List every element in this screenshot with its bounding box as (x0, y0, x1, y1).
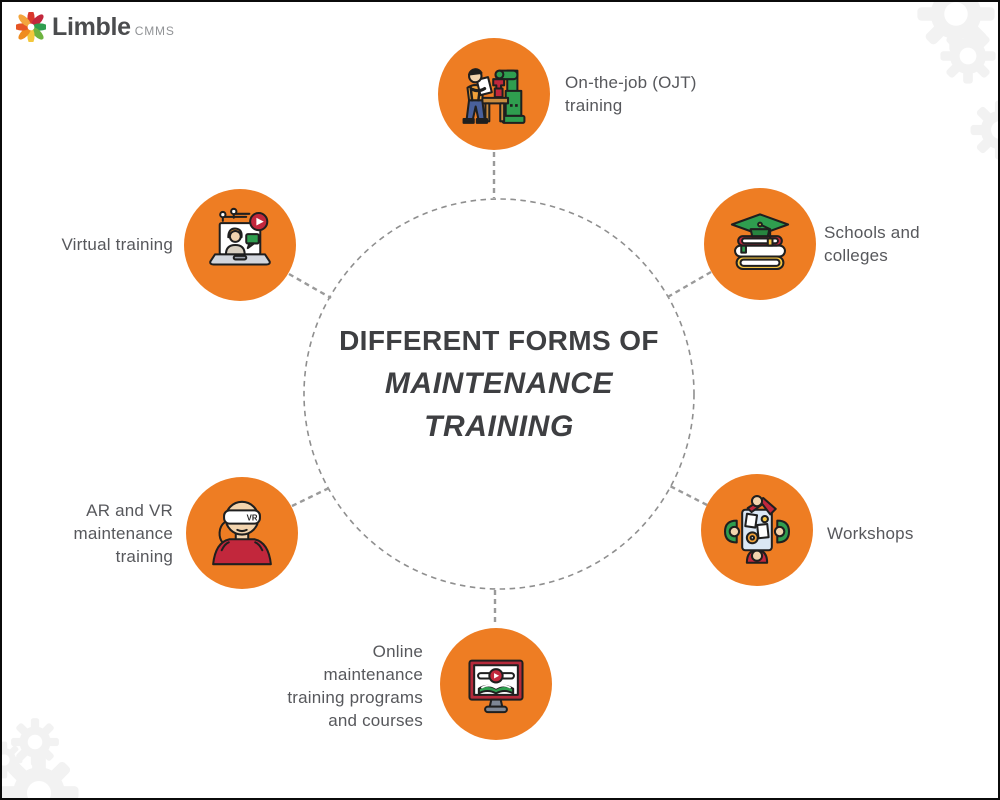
label-line: Workshops (827, 524, 914, 543)
worker-robotic-arm-icon (462, 68, 526, 124)
label-line: Online (372, 642, 423, 661)
vr-headset-person-icon: VR (212, 500, 272, 566)
label-online: Online maintenance training programs and… (287, 640, 423, 732)
label-line: maintenance (323, 665, 423, 684)
node-online (440, 628, 552, 740)
workshop-roundtable-icon (724, 495, 790, 564)
gear-decoration-icon (970, 100, 998, 160)
label-line: training (115, 547, 173, 566)
label-line: Schools and (824, 223, 920, 242)
graduation-cap-books-icon (730, 213, 790, 270)
label-schools: Schools and colleges (824, 221, 920, 267)
logo-suffix-text: CMMS (134, 24, 175, 38)
center-title: DIFFERENT FORMS OF MAINTENANCE TRAINING (304, 189, 694, 579)
label-arvr: AR and VR maintenance training (73, 499, 173, 568)
title-line-1: DIFFERENT FORMS OF (339, 325, 659, 356)
label-line: training programs (287, 688, 423, 707)
logo-brand-text: Limble (52, 13, 131, 41)
title-line-3: TRAINING (424, 410, 574, 443)
svg-text:VR: VR (247, 514, 258, 523)
limble-pinwheel-icon (16, 12, 46, 42)
online-course-monitor-icon (468, 659, 524, 714)
node-schools (704, 188, 816, 300)
node-virtual (184, 189, 296, 301)
label-line: Virtual training (61, 235, 173, 254)
gear-decoration-icon (917, 2, 995, 53)
node-workshops (701, 474, 813, 586)
label-line: AR and VR (86, 501, 173, 520)
limble-logo: Limble CMMS (16, 12, 175, 42)
node-ojt (438, 38, 550, 150)
title-line-2: MAINTENANCE (384, 367, 614, 400)
label-workshops: Workshops (827, 522, 914, 545)
label-line: maintenance (73, 524, 173, 543)
label-virtual: Virtual training (61, 233, 173, 256)
node-arvr: VR (186, 477, 298, 589)
label-line: training (565, 96, 623, 115)
label-line: colleges (824, 246, 888, 265)
gear-decoration-icon (940, 28, 996, 84)
virtual-training-laptop-icon (209, 207, 271, 266)
label-line: On-the-job (OJT) (565, 73, 697, 92)
label-ojt: On-the-job (OJT) training (565, 71, 697, 117)
label-line: and courses (328, 711, 423, 730)
gear-decoration-icon (2, 753, 79, 798)
